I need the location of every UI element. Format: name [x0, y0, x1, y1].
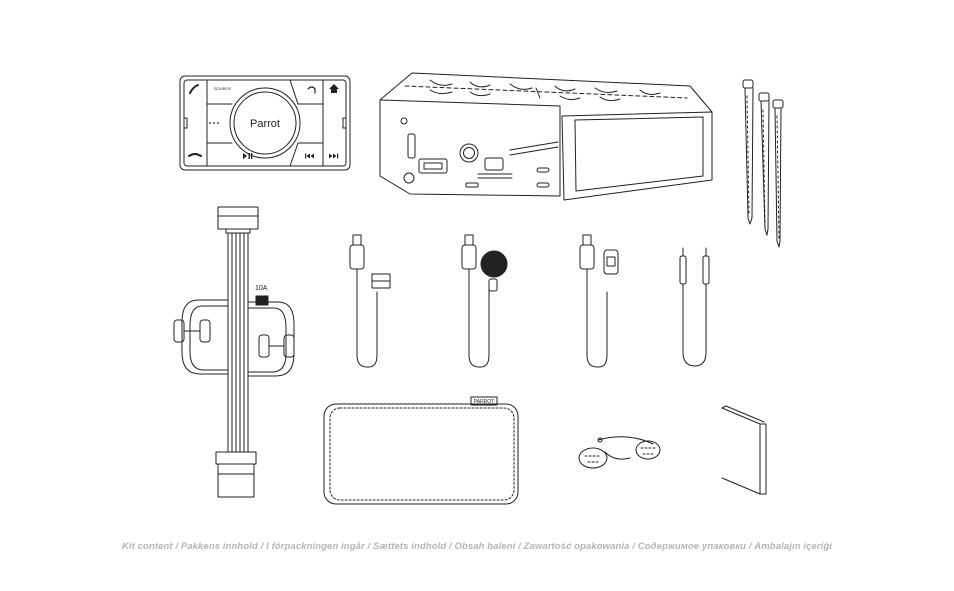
removal-keys [578, 436, 661, 469]
remote-control: Parrot SOURCE [179, 75, 351, 171]
jack-cable [679, 247, 710, 367]
wiring-harness: 10A [173, 206, 295, 498]
hang-up-icon[interactable] [188, 153, 202, 157]
kit-content-caption: Kit content / Pakkens innhold / I förpac… [121, 541, 833, 552]
fuse-label: 10A [255, 285, 268, 292]
usb-extension-cable [579, 234, 619, 368]
source-label: SOURCE [214, 86, 231, 91]
next-track-icon[interactable] [329, 153, 339, 159]
back-icon[interactable] [307, 86, 316, 94]
head-unit [379, 72, 713, 201]
phone-icon[interactable] [189, 84, 199, 94]
usb-microphone-cable [461, 234, 508, 368]
more-icon[interactable] [209, 122, 219, 124]
pouch-brand-tag: PARROT [474, 399, 494, 405]
cable-ties [742, 79, 784, 248]
usb-ipod-cable [349, 234, 391, 368]
pouch: PARROT [323, 396, 519, 505]
mounting-frame [721, 405, 767, 495]
play-pause-icon[interactable] [243, 153, 253, 159]
home-icon[interactable] [329, 84, 339, 93]
remote-brand: Parrot [250, 118, 280, 130]
previous-track-icon[interactable] [305, 153, 314, 159]
